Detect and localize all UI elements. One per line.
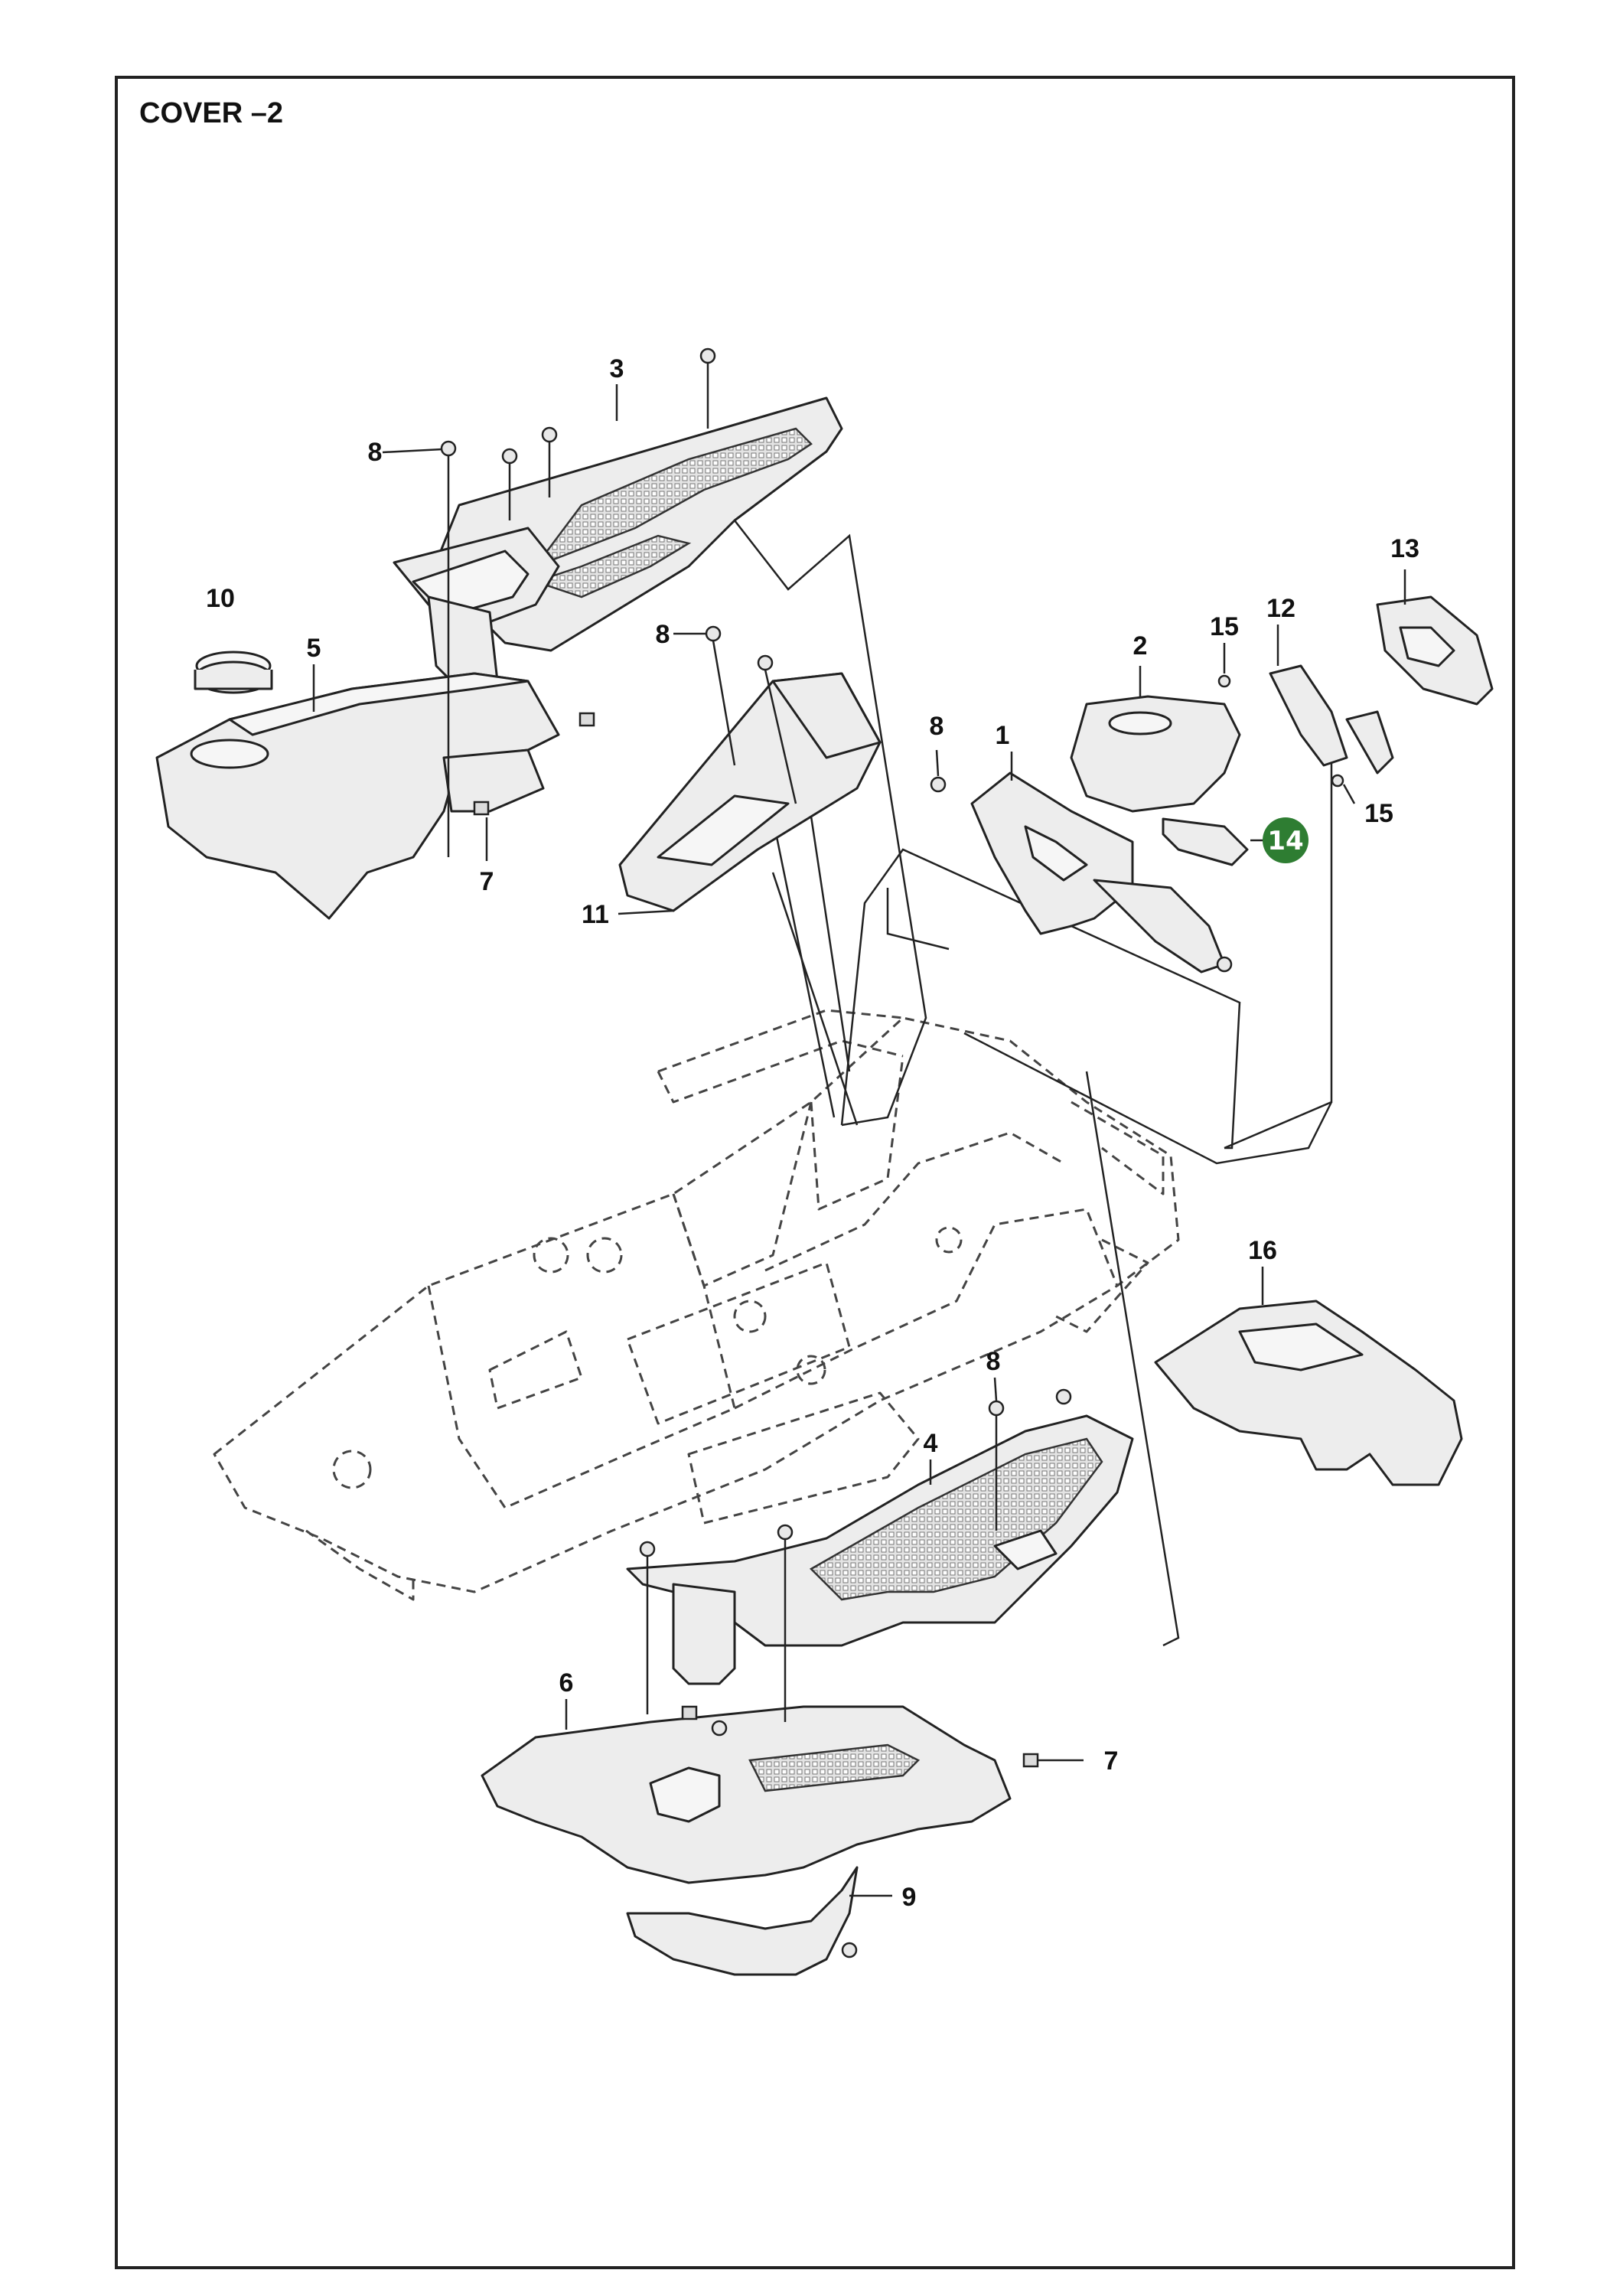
- screw-icon: [1055, 1388, 1072, 1405]
- callout-label: 13: [1390, 534, 1419, 563]
- callout-label: 10: [206, 584, 235, 613]
- clip-icon: [578, 712, 595, 727]
- highlight-badge: [1263, 817, 1309, 863]
- callout-label: 8: [656, 620, 670, 649]
- screw-icon: [930, 776, 947, 793]
- callout-label: 1: [996, 721, 1010, 750]
- screw-icon: [501, 448, 518, 520]
- clip-icon: [1022, 1753, 1039, 1768]
- screw-icon: [711, 1720, 728, 1737]
- callout-label: 8: [930, 712, 944, 741]
- front-floor-mat-cover: [626, 1414, 1134, 1685]
- rear-fender-cover: [155, 672, 560, 920]
- screw-icon: [1217, 674, 1231, 688]
- screw-icon: [699, 347, 716, 429]
- page-title: COVER –2: [139, 97, 283, 129]
- callout-label: 16: [1248, 1236, 1277, 1265]
- screw-icon: [757, 654, 797, 804]
- screw-icon: [541, 426, 558, 497]
- screw-icon: [1331, 774, 1344, 788]
- panel-bracket: [1269, 664, 1394, 775]
- front-footrest-cover: [481, 1705, 1012, 1884]
- callout-label: 9: [902, 1883, 917, 1912]
- screw-icon: [988, 1400, 1005, 1531]
- callout-label: 7: [480, 867, 494, 896]
- screw-icon: [440, 440, 457, 857]
- callout-label: 11: [582, 900, 609, 929]
- side-trim: [626, 1866, 859, 1976]
- callout-label: 5: [307, 634, 321, 663]
- callouts: 1 2 3 4 5 6 7 7 8 8 8 8 9 10 11 12 13 14…: [206, 354, 1419, 1912]
- callout-label: 7: [1104, 1746, 1119, 1776]
- screw-icon: [639, 1541, 656, 1714]
- screw-icon: [705, 625, 736, 766]
- clip-icon: [473, 801, 490, 816]
- rear-floor-mat-cover: [393, 396, 843, 690]
- screw-icon: [1216, 956, 1233, 973]
- screw-icon: [777, 1524, 794, 1722]
- callout-label: 6: [559, 1668, 574, 1698]
- cup-holder-ring: [194, 651, 273, 694]
- screw-icon: [841, 1942, 858, 1958]
- fasteners: [440, 347, 1344, 1958]
- dashboard-cover: [1070, 695, 1241, 813]
- control-panel: [1376, 595, 1494, 706]
- dashboard-bracket: [970, 771, 1226, 974]
- clip-icon: [681, 1705, 698, 1720]
- callout-label: 8: [986, 1347, 1001, 1376]
- callout-label: 2: [1133, 631, 1148, 660]
- handle: [1162, 817, 1249, 866]
- hood-cover: [1154, 1300, 1463, 1486]
- callout-label: 4: [924, 1429, 938, 1458]
- callout-label: 3: [610, 354, 624, 383]
- callout-label: 15: [1210, 612, 1239, 641]
- callout-label: 8: [368, 438, 383, 467]
- callout-label: 12: [1266, 594, 1295, 623]
- chassis-frame: [213, 1009, 1180, 1601]
- page-frame: [115, 76, 1515, 2269]
- center-plate: [618, 672, 882, 912]
- callout-label-highlighted: 14: [1267, 826, 1303, 856]
- callout-label: 15: [1364, 799, 1393, 828]
